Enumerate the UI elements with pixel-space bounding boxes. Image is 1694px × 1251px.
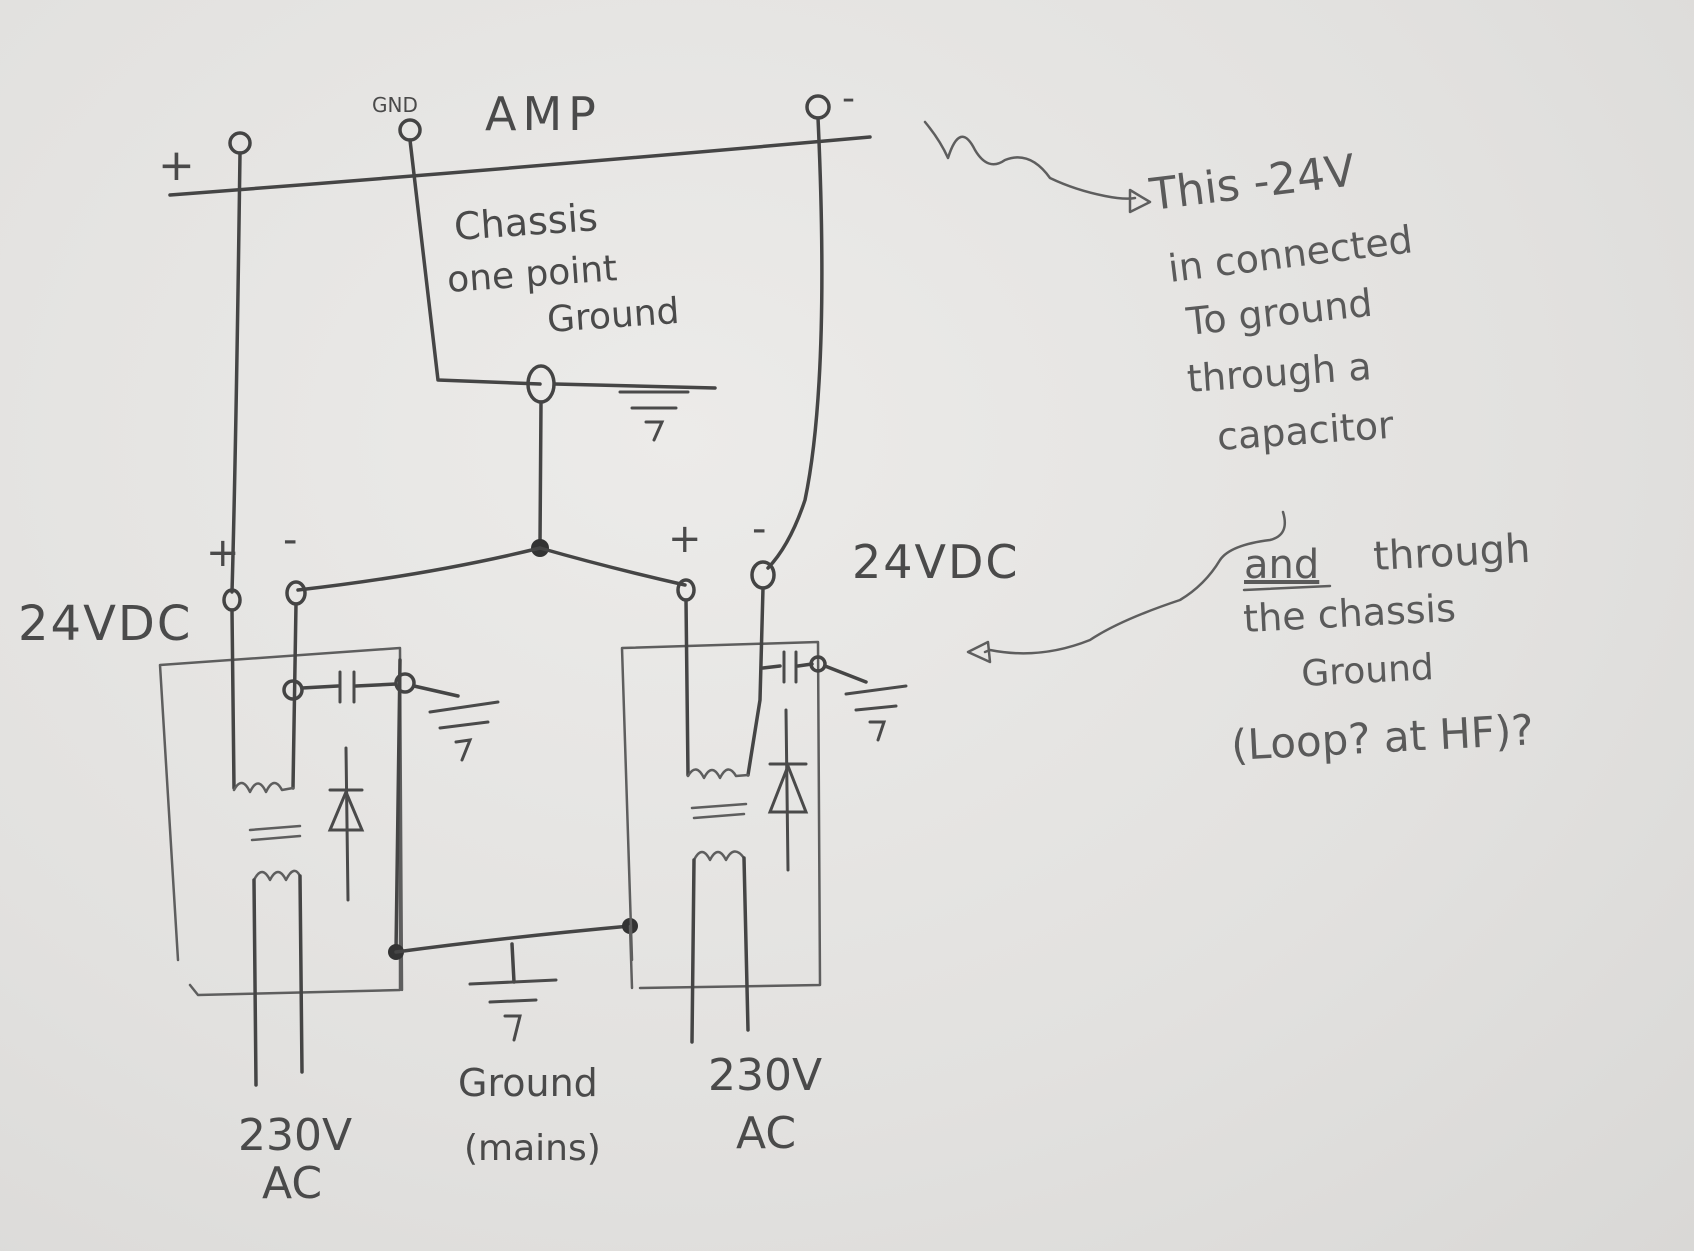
psu-left-earth-lead: [394, 658, 402, 954]
note-top-arrowhead-icon: [1128, 188, 1152, 214]
mains-ground-line-1: Ground: [458, 1061, 598, 1105]
note-top-line-2: in connected: [1166, 217, 1415, 291]
note-top-line-1: This -24V: [1146, 145, 1358, 221]
psu-left-ground-icon: [428, 700, 500, 762]
chassis-note-line-1: Chassis: [453, 195, 600, 249]
psu-right-diode-icon: [767, 708, 809, 872]
mains-ground-line-2: (mains): [464, 1128, 601, 1169]
chassis-note-line-3: Ground: [546, 291, 681, 341]
note-bottom-arrowhead-icon: [966, 640, 992, 664]
psu-left-ac-line-1: 230V: [238, 1110, 352, 1161]
minus-rail-wire: [766, 116, 824, 570]
psu-left-plus-lead: [230, 608, 236, 790]
psu-right-plus-lead: [684, 598, 690, 777]
psu-right-minus-label: -: [752, 506, 766, 552]
amp-gnd-label: GND: [372, 93, 418, 117]
psu-left-cap-wire-a: [300, 684, 340, 690]
psu-left-ac-line-2: AC: [262, 1158, 322, 1209]
chassis-ground-icon: [618, 390, 690, 442]
amp-gnd-terminal: [398, 118, 422, 142]
psu-right-minus-terminal: [750, 560, 776, 590]
psu-right-capacitor-icon: [782, 650, 798, 684]
amp-bus-line: [168, 135, 872, 197]
amp-plus-terminal: [228, 131, 252, 155]
note-bottom-line-4: (Loop? at HF)?: [1230, 705, 1535, 770]
psu-left-minus-label: -: [283, 517, 297, 563]
note-top-line-3: To ground: [1183, 281, 1374, 344]
psu-right-voltage-label: 24VDC: [852, 535, 1020, 589]
psu-left-cap-node-b: [394, 672, 416, 694]
note-bottom-line-3: Ground: [1300, 647, 1434, 695]
psu-left-minus-terminal: [285, 580, 307, 606]
star-vertical-wire: [538, 400, 543, 547]
note-bottom-line-2: the chassis: [1242, 586, 1457, 641]
mains-ground-drop: [510, 942, 516, 984]
psu-right-cap-ground-wire: [823, 664, 868, 684]
note-bottom-emphasis-underline: [1242, 584, 1332, 592]
psu-left-cap-node-a: [282, 679, 304, 701]
amp-minus-label: -: [842, 78, 855, 119]
chassis-ground-wire: [553, 382, 717, 390]
star-to-right-plus: [538, 546, 687, 587]
psu-left-plus-label: +: [206, 530, 240, 576]
gnd-wire: [408, 138, 542, 386]
psu-right-transformer-icon: [686, 768, 750, 1044]
psu-right-enclosure: [620, 640, 822, 990]
psu-right-cap-wire-a: [761, 664, 782, 670]
plus-rail-wire: [230, 151, 242, 594]
note-bottom-emphasis: and: [1244, 542, 1319, 588]
psu-right-cap-node-b: [809, 655, 827, 673]
psu-right-ac-line-1: 230V: [708, 1050, 822, 1101]
note-bottom-line-1: through: [1372, 526, 1531, 580]
mains-ground-bus: [394, 924, 632, 954]
amp-plus-label: +: [158, 140, 195, 191]
psu-left-cap-ground-wire: [412, 684, 460, 698]
psu-left-minus-lead: [291, 602, 298, 790]
psu-left-enclosure: [158, 646, 404, 997]
note-top-arrow-line: [923, 120, 1137, 200]
psu-right-plus-label: +: [668, 516, 702, 562]
psu-left-capacitor-icon: [338, 670, 356, 704]
amp-title: AMP: [485, 87, 602, 141]
amp-minus-terminal: [805, 94, 831, 120]
chassis-note-line-2: one point: [446, 248, 619, 301]
note-top-line-4: through a: [1186, 344, 1373, 401]
psu-left-voltage-label: 24VDC: [18, 596, 192, 652]
psu-right-plus-terminal: [676, 578, 696, 602]
note-bottom-arrow-line: [983, 510, 1287, 655]
psu-left-transformer-icon: [232, 781, 304, 1087]
psu-left-cap-wire-b: [354, 682, 398, 688]
mains-ground-icon: [468, 978, 558, 1042]
psu-right-minus-lead: [746, 586, 765, 777]
note-top-line-5: capacitor: [1216, 403, 1396, 459]
psu-left-diode-icon: [327, 746, 365, 902]
psu-right-ac-line-2: AC: [736, 1108, 796, 1159]
star-to-left-minus: [296, 546, 542, 592]
psu-right-ground-icon: [844, 684, 908, 742]
